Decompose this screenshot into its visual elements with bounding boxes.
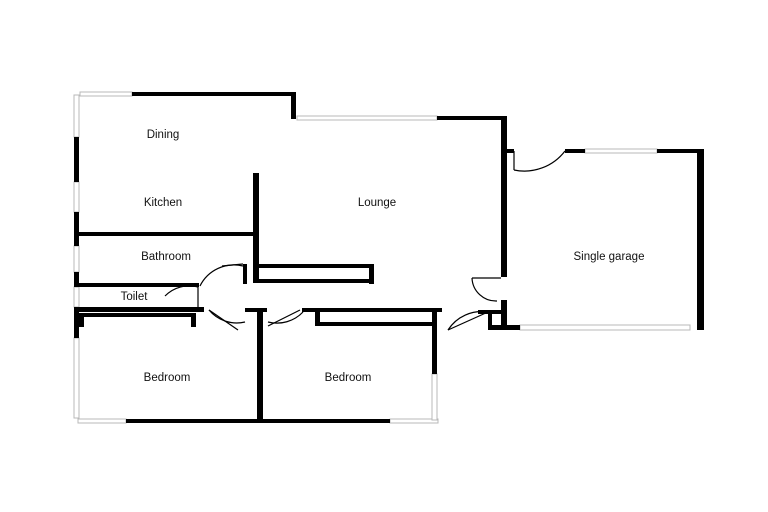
- wall-north-lounge-right: [437, 116, 506, 120]
- wall-cupboard-top: [259, 264, 374, 268]
- wall-bath-door-jamb: [243, 264, 247, 284]
- door-entry-swing: [471, 277, 498, 302]
- wall-entry-pillar: [488, 310, 492, 330]
- room-label-toilet: Toilet: [121, 291, 149, 303]
- window-garage-door: [519, 324, 691, 331]
- wall-bed2-robe-top: [315, 322, 435, 326]
- window-bedroom-1-west: [73, 337, 80, 419]
- room-label-bedroom-1: Bedroom: [144, 372, 191, 384]
- window-kitchen-west: [73, 181, 80, 213]
- room-labels: Dining Kitchen Lounge Bathroom Toilet Be…: [121, 129, 645, 384]
- room-label-lounge: Lounge: [358, 197, 396, 209]
- wall-garage-south-left: [490, 325, 520, 330]
- door-garage-swing: [513, 150, 566, 172]
- window-garage-north: [584, 148, 658, 154]
- window-bedroom-2-south: [389, 418, 439, 424]
- window-bathroom-west: [73, 245, 80, 273]
- door-bedroom-2-swing: [267, 311, 304, 324]
- door-bedroom-1-swing: [208, 309, 246, 324]
- wall-bathroom-south: [79, 283, 199, 287]
- wall-south: [126, 419, 390, 423]
- wall-cupboard-bottom: [259, 279, 374, 283]
- wall-garage-north-left: [507, 149, 514, 153]
- wall-north-step: [291, 92, 296, 119]
- wall-west-3: [74, 272, 79, 287]
- wall-bed1-robe-top: [79, 313, 196, 317]
- room-label-garage: Single garage: [574, 251, 645, 263]
- wall-hall-south-left: [74, 308, 204, 312]
- walls: [74, 92, 704, 423]
- window-toilet-west: [73, 286, 80, 308]
- room-label-dining: Dining: [147, 129, 180, 141]
- door-front-leaf: [447, 311, 489, 331]
- window-dining-north: [79, 91, 133, 97]
- doors: [164, 150, 566, 331]
- window-dining-west: [73, 94, 80, 138]
- room-label-kitchen: Kitchen: [144, 197, 182, 209]
- window-bedroom-1-south: [77, 418, 127, 424]
- room-label-bathroom: Bathroom: [141, 251, 191, 263]
- wall-lounge-east-lower: [501, 300, 507, 330]
- wall-kitchen-south: [79, 232, 255, 236]
- wall-garage-east: [697, 149, 704, 330]
- wall-garage-north-mid: [565, 149, 585, 153]
- wall-west-2: [74, 212, 79, 246]
- wall-bed1-robe-left: [79, 313, 84, 327]
- wall-lounge-east-upper: [501, 116, 507, 277]
- wall-kitchen-lounge: [253, 173, 259, 283]
- wall-bed-divider-top: [245, 308, 267, 312]
- window-bedroom-2-east: [431, 373, 438, 421]
- wall-west-1: [74, 137, 79, 182]
- door-front-swing: [447, 310, 489, 331]
- door-bathroom-swing: [199, 264, 244, 287]
- wall-bed2-robe-right: [432, 308, 437, 326]
- wall-bed2-top: [302, 308, 442, 312]
- wall-bed2-robe-left: [315, 312, 320, 326]
- wall-cupboard-right: [369, 264, 374, 284]
- wall-garage-north-right: [657, 149, 704, 153]
- wall-north-dining: [132, 92, 294, 96]
- door-toilet-swing: [164, 285, 199, 297]
- wall-bed1-robe-right: [191, 313, 196, 327]
- room-label-bedroom-2: Bedroom: [325, 372, 372, 384]
- window-lounge-north: [296, 115, 438, 121]
- wall-bed-divider: [257, 308, 263, 422]
- wall-bed2-east-upper: [432, 326, 437, 374]
- wall-west-4: [74, 307, 79, 338]
